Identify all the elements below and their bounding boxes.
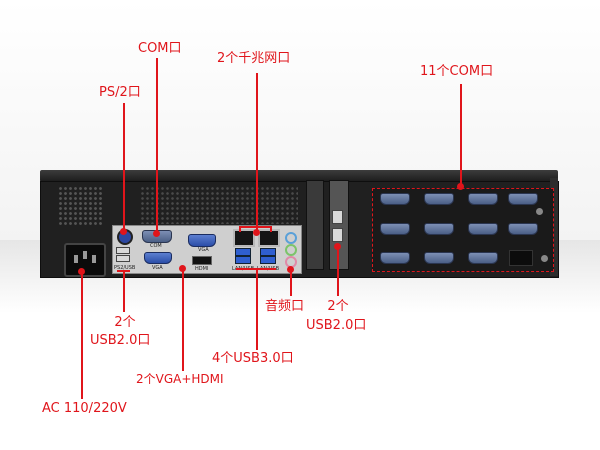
com-port — [380, 193, 410, 205]
label-usb2-right: USB2.0口 — [306, 318, 367, 333]
com-port — [468, 223, 498, 235]
hdmi-mark: HDMI — [195, 266, 209, 272]
usb3-bracket — [236, 268, 276, 270]
chassis-top-edge — [40, 170, 558, 182]
leader-line-ac — [81, 272, 83, 399]
leader-dot-ps2 — [120, 228, 127, 235]
vga-mark-2: VGA — [198, 247, 209, 253]
usb3-port — [260, 248, 276, 256]
leader-line-ps2 — [123, 103, 125, 231]
com-port — [424, 193, 454, 205]
leader-dot-usb2-right — [334, 243, 341, 250]
lan-port-1 — [233, 229, 255, 247]
usb3-port — [260, 256, 276, 264]
lan-bracket — [239, 226, 271, 228]
audio-line-in — [285, 232, 297, 244]
usb3-port — [235, 256, 251, 264]
expansion-slot-cover — [306, 180, 324, 270]
leader-line-usb2-left — [123, 270, 125, 312]
com-port — [424, 252, 454, 264]
ac-power-socket — [64, 243, 106, 277]
label-usb2-right-count: 2个 — [327, 299, 349, 314]
leader-dot-ac — [78, 268, 85, 275]
com-port — [468, 193, 498, 205]
lan-bracket-left — [239, 226, 241, 232]
com-mark: COM — [150, 243, 162, 249]
screw — [541, 255, 548, 262]
leader-line-usb3 — [256, 268, 258, 350]
ac-pin — [83, 251, 87, 259]
vga-port-1 — [144, 252, 172, 264]
label-usb3: 4个USB3.0口 — [212, 351, 294, 366]
leader-line-com — [156, 58, 158, 233]
com-port — [424, 223, 454, 235]
leader-dot-lan — [253, 229, 260, 236]
audio-line-out — [285, 244, 297, 256]
label-usb2-left-count: 2个 — [114, 315, 136, 330]
hdmi-port — [192, 256, 212, 265]
lan-port-2 — [258, 229, 280, 247]
leader-dot-vga-hdmi — [179, 265, 186, 272]
com-port — [508, 193, 538, 205]
leader-line-usb2-right — [337, 246, 339, 296]
ac-pin — [74, 255, 78, 263]
label-audio: 音频口 — [265, 299, 305, 314]
leader-dot-audio — [287, 266, 294, 273]
usb2-left-bracket — [117, 270, 130, 272]
leader-dot-com11 — [457, 183, 464, 190]
vga-port-2 — [188, 234, 216, 247]
label-com: COM口 — [138, 41, 182, 56]
leader-line-lan — [256, 73, 258, 231]
label-ac: AC 110/220V — [42, 401, 127, 416]
label-ps2: PS/2口 — [99, 85, 141, 100]
com-port — [380, 223, 410, 235]
label-lan: 2个千兆网口 — [217, 51, 291, 66]
air-vent — [140, 186, 298, 224]
chassis-side-edge — [550, 178, 558, 276]
ps2-usb-mark: PS2/USB — [114, 265, 136, 271]
usb2-port — [116, 247, 130, 254]
screw — [536, 208, 543, 215]
usb2-port-card — [332, 210, 343, 224]
com-port — [508, 223, 538, 235]
fan-vent — [58, 186, 102, 226]
label-vga-hdmi: 2个VGA+HDMI — [136, 372, 224, 386]
com-port — [380, 252, 410, 264]
leader-line-vga-hdmi — [182, 268, 184, 371]
vga-mark-1: VGA — [152, 265, 163, 271]
usb3-port — [235, 248, 251, 256]
label-usb2-left: USB2.0口 — [90, 333, 151, 348]
dc-power-block — [509, 250, 533, 266]
usb2-port — [116, 255, 130, 262]
leader-line-audio — [290, 270, 292, 296]
lan-bracket-right — [270, 226, 272, 232]
leader-dot-com — [153, 230, 160, 237]
com-port — [468, 252, 498, 264]
leader-line-com11 — [460, 84, 462, 186]
label-com11: 11个COM口 — [420, 64, 494, 79]
usb2-port-card — [332, 228, 343, 242]
ac-pin — [92, 255, 96, 263]
usb-expansion-bracket — [329, 180, 349, 270]
